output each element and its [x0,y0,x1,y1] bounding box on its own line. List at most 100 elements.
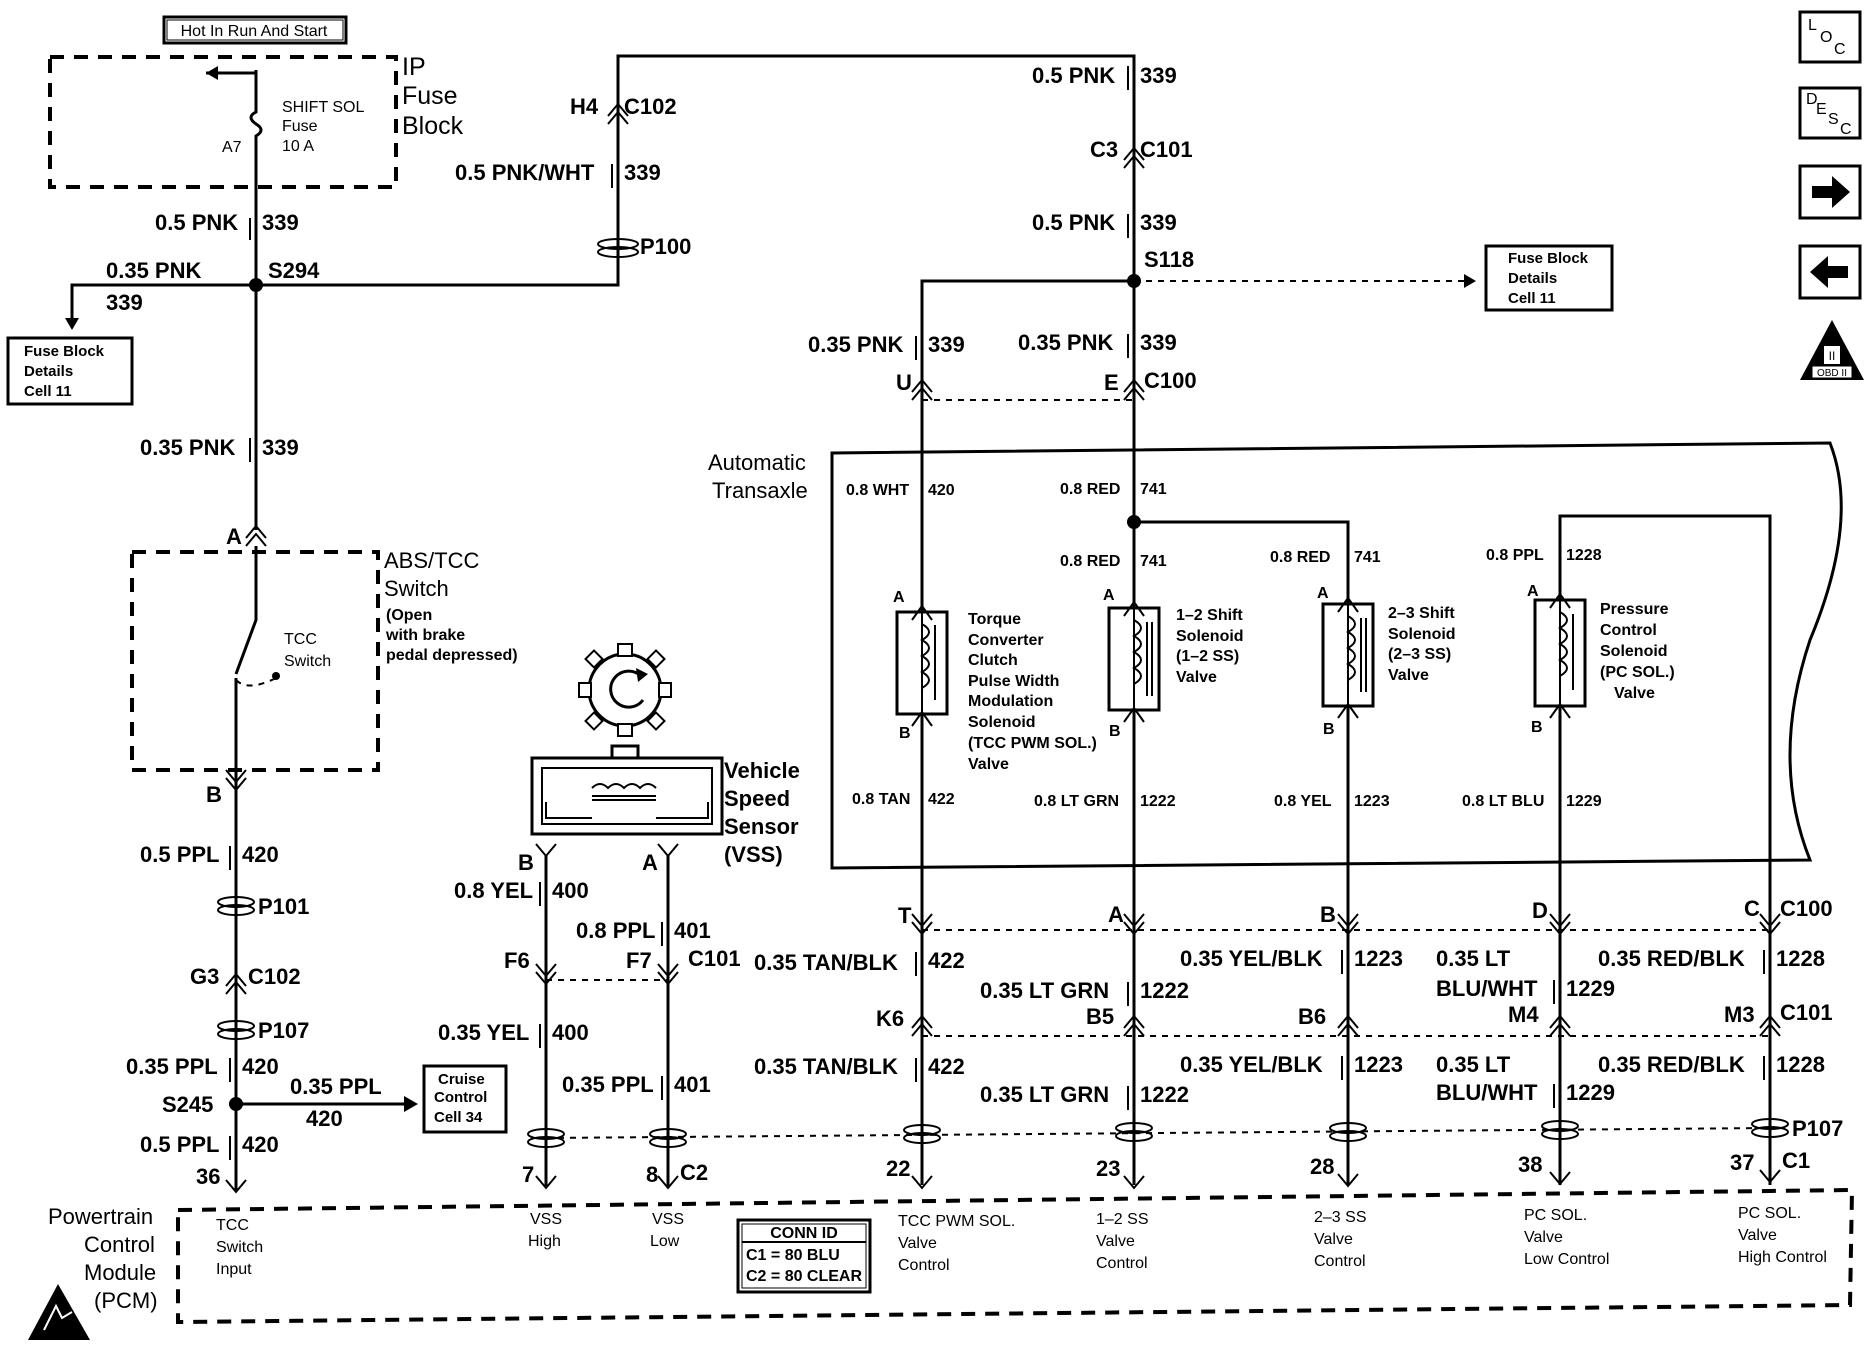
svg-text:0.35 PPL: 0.35 PPL [290,1074,382,1099]
svg-text:C102: C102 [248,964,301,989]
svg-text:C100: C100 [1780,896,1833,921]
solenoid-tcc-pwm [895,604,949,727]
svg-text:BLU/WHT: BLU/WHT [1436,1080,1538,1105]
svg-text:741: 741 [1140,481,1167,498]
svg-text:Control: Control [84,1232,155,1257]
fuse-block-title: IP [402,53,426,81]
svg-text:A: A [1317,585,1329,602]
svg-text:38: 38 [1518,1152,1542,1177]
svg-text:1222: 1222 [1140,793,1176,810]
svg-text:(TCC PWM SOL.): (TCC PWM SOL.) [968,735,1097,752]
svg-text:PC SOL.: PC SOL. [1738,1205,1801,1222]
svg-text:T: T [898,903,912,928]
svg-text:A: A [893,589,905,606]
svg-text:Solenoid: Solenoid [968,714,1036,731]
svg-text:28: 28 [1310,1154,1334,1179]
svg-text:Valve: Valve [1738,1227,1777,1244]
svg-text:Cruise: Cruise [438,1071,485,1088]
svg-text:B: B [206,782,222,807]
arrow-right-icon [1464,274,1476,288]
svg-text:Switch: Switch [284,653,331,670]
abs-tcc-title: ABS/TCC [384,548,479,573]
connector-c101-top [1123,146,1145,169]
svg-text:P107: P107 [1792,1116,1843,1141]
svg-text:Valve: Valve [1614,685,1655,702]
svg-text:Vehicle: Vehicle [724,758,800,783]
svg-text:C3: C3 [1090,137,1118,162]
svg-text:1223: 1223 [1354,1052,1403,1077]
svg-text:0.8 RED: 0.8 RED [1060,553,1120,570]
svg-text:Low: Low [650,1233,680,1250]
svg-text:Valve: Valve [1524,1229,1563,1246]
svg-text:High: High [528,1233,561,1250]
svg-text:TCC PWM SOL.: TCC PWM SOL. [898,1213,1015,1230]
svg-text:C1: C1 [1782,1148,1810,1173]
svg-text:Control: Control [1314,1253,1366,1270]
svg-text:D: D [1806,91,1818,108]
svg-text:0.35 PNK: 0.35 PNK [808,332,903,357]
svg-text:0.8 LT GRN: 0.8 LT GRN [1034,793,1119,810]
arrow-left-icon [1810,256,1848,288]
svg-text:Fuse Block: Fuse Block [1508,250,1589,267]
svg-text:Valve: Valve [1388,667,1429,684]
svg-text:F7: F7 [626,948,652,973]
svg-text:F6: F6 [504,948,530,973]
svg-text:Control: Control [898,1257,950,1274]
svg-text:SHIFT SOL: SHIFT SOL [282,99,364,116]
svg-text:Details: Details [1508,270,1557,287]
wire-339-top [256,54,1136,530]
svg-text:B: B [1109,723,1121,740]
svg-text:420: 420 [242,842,279,867]
svg-text:A: A [1103,587,1115,604]
svg-text:0.35 LT: 0.35 LT [1436,946,1511,971]
svg-text:A: A [1108,902,1124,927]
svg-text:0.35 PNK: 0.35 PNK [1018,330,1113,355]
svg-text:0.8 YEL: 0.8 YEL [454,878,533,903]
arrow-right-icon [1812,176,1850,208]
svg-text:0.35 PPL: 0.35 PPL [126,1054,218,1079]
svg-text:741: 741 [1354,549,1381,566]
svg-text:339: 339 [1140,330,1177,355]
svg-text:339: 339 [624,160,661,185]
svg-text:Converter: Converter [968,632,1044,649]
obd-ii-icon[interactable]: II OBD II [1800,320,1864,380]
pass-thru-p100 [597,238,639,250]
svg-text:0.5 PPL: 0.5 PPL [140,1132,219,1157]
svg-text:Module: Module [84,1260,156,1285]
desc-button[interactable] [1798,86,1862,140]
svg-text:0.35 LT: 0.35 LT [1436,1052,1511,1077]
svg-text:A7: A7 [222,139,242,156]
svg-text:II: II [1829,349,1836,363]
svg-text:0.35 YEL/BLK: 0.35 YEL/BLK [1180,946,1323,971]
svg-text:B: B [1323,721,1335,738]
svg-text:420: 420 [928,482,955,499]
svg-text:Torque: Torque [968,611,1021,628]
svg-text:0.35 TAN/BLK: 0.35 TAN/BLK [754,950,898,975]
pcm-outline [176,1187,1855,1325]
svg-text:C101: C101 [1140,137,1193,162]
svg-text:339: 339 [262,435,299,460]
svg-text:Sensor: Sensor [724,814,799,839]
svg-text:Details: Details [24,363,73,380]
svg-text:1–2 Shift: 1–2 Shift [1176,607,1243,624]
svg-text:7: 7 [522,1162,534,1187]
svg-text:S118: S118 [1144,247,1194,272]
svg-text:Switch: Switch [384,576,449,601]
svg-text:Automatic: Automatic [708,450,806,475]
svg-text:339: 339 [1140,63,1177,88]
svg-text:22: 22 [886,1156,910,1181]
svg-text:400: 400 [552,878,589,903]
svg-text:pedal depressed): pedal depressed) [386,647,518,664]
svg-text:420: 420 [242,1132,279,1157]
svg-text:Speed: Speed [724,786,790,811]
svg-text:Control: Control [1600,622,1657,639]
svg-text:1229: 1229 [1566,1080,1615,1105]
svg-text:CONN ID: CONN ID [770,1225,838,1242]
svg-text:S: S [1828,111,1839,128]
svg-text:C1 = 80 BLU: C1 = 80 BLU [746,1247,840,1264]
loc-button[interactable] [1798,10,1862,64]
svg-text:2–3 Shift: 2–3 Shift [1388,605,1455,622]
svg-text:D: D [1532,898,1548,923]
svg-text:10 A: 10 A [282,138,314,155]
solenoid-1-2-shift [1107,600,1161,723]
